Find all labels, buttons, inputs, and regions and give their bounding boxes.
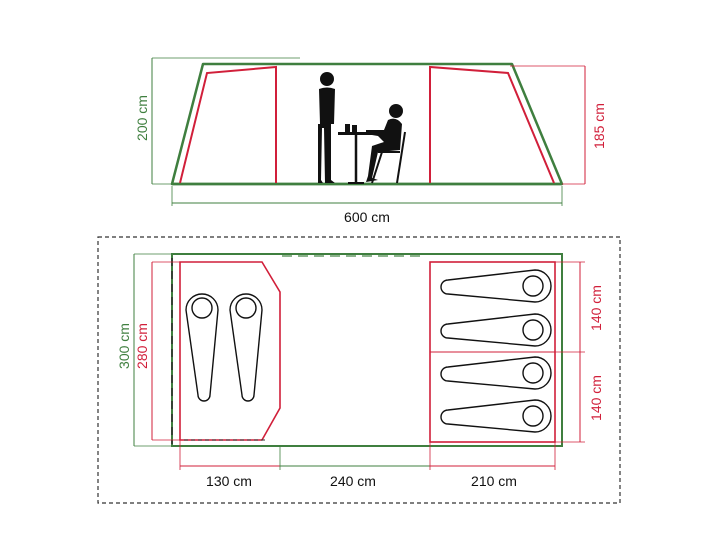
label-room-right: 210 cm [471,473,517,489]
label-bay-upper: 140 cm [588,285,604,331]
label-height-inner: 185 cm [591,103,607,149]
inner-room-right [429,65,555,184]
sleeping-bag-icon [185,293,219,402]
sleeping-bag-icon [440,269,552,303]
chair-icon [371,131,406,184]
seated-person-icon [366,104,403,182]
standing-person-icon [318,72,335,183]
label-length: 600 cm [344,209,390,225]
label-room-center: 240 cm [330,473,376,489]
sleeping-bag-icon [229,293,263,402]
label-width-outer: 300 cm [116,323,132,369]
label-width-inner: 280 cm [134,323,150,369]
sleeping-bag-icon [440,313,552,347]
inner-room-left [179,65,277,184]
label-bay-lower: 140 cm [588,375,604,421]
table-icon [338,124,374,184]
sleeping-bag-icon [440,356,552,390]
label-height-outer: 200 cm [134,95,150,141]
outer-shell [170,62,564,186]
label-room-left: 130 cm [206,473,252,489]
sleeping-bag-icon [440,399,552,433]
side-view: 200 cm 185 cm 600 cm [134,57,607,225]
outer-footprint-dashed [97,236,621,504]
floor-plan: 300 cm 280 cm 140 cm 140 cm 130 cm 240 c… [97,236,621,504]
